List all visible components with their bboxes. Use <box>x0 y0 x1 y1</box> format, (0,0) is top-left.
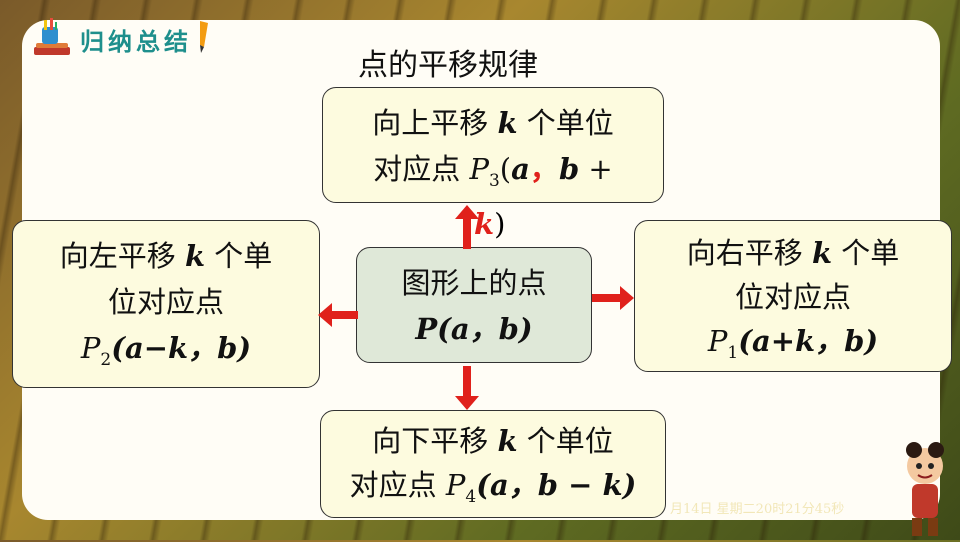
section-header: 归纳总结 <box>30 16 250 62</box>
date-time-stamp: 月14日 星期二20时21分45秒 <box>670 502 845 517</box>
up-line1: 向上平移 k 个单位 <box>372 106 614 140</box>
left-line2: 位对应点 <box>107 285 224 319</box>
header-title: 归纳总结 <box>80 27 192 56</box>
box-down-translation: 向下平移 k 个单位 对应点 P4(a，b − k) <box>320 410 666 518</box>
arrow-left <box>318 303 358 327</box>
diagram-title: 点的平移规律 <box>358 48 538 83</box>
center-line1: 图形上的点 <box>401 266 547 300</box>
down-line2: 对应点 P4(a，b − k) <box>349 468 637 507</box>
right-line3: P1(a+k，b) <box>707 324 879 363</box>
up-line2: 对应点 P3(a，b + <box>373 152 613 191</box>
down-line1: 向下平移 k 个单位 <box>372 424 614 458</box>
box-original-point: 图形上的点 P(a，b) <box>356 247 592 363</box>
left-line3: P2(a−k，b) <box>80 331 252 370</box>
box-right-translation: 向右平移 k 个单 位对应点 P1(a+k，b) <box>634 220 952 372</box>
arrow-right <box>592 286 634 310</box>
arrow-down <box>455 366 479 410</box>
up-coord-overflow: k) <box>474 207 506 241</box>
arrow-up <box>455 205 479 249</box>
right-line2: 位对应点 <box>734 280 851 314</box>
right-line1: 向右平移 k 个单 <box>686 236 900 270</box>
pencil-icon <box>196 21 210 57</box>
left-line1: 向左平移 k 个单 <box>59 239 273 273</box>
cartoon-character-icon <box>894 440 956 538</box>
center-point: P(a，b) <box>415 312 533 346</box>
box-left-translation: 向左平移 k 个单 位对应点 P2(a−k，b) <box>12 220 320 388</box>
box-up-translation: 向上平移 k 个单位 对应点 P3(a，b + <box>322 87 664 203</box>
pencil-cup-icon <box>30 17 74 61</box>
